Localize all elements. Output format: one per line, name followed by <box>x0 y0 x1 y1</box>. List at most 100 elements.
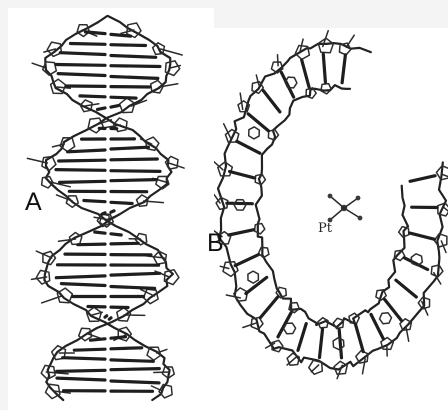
base-pair-rung <box>233 253 261 268</box>
phosphate-bond <box>91 311 104 316</box>
platinum-bond <box>329 207 345 221</box>
base-pair-rung <box>402 256 430 272</box>
phosphate-bond <box>130 99 148 107</box>
phosphate-bond <box>84 102 100 107</box>
base-pair-rung <box>54 274 107 280</box>
phosphate-bond <box>43 48 57 53</box>
base-pair-rung <box>279 70 296 99</box>
base-pair-rung <box>109 145 150 151</box>
base-pair-rung <box>337 328 344 360</box>
base-pair-rung <box>56 71 107 78</box>
sugar-ring <box>251 80 265 95</box>
base-pair-rung <box>82 198 107 204</box>
sugar-ring <box>254 173 267 186</box>
base-pair-rung <box>61 356 107 361</box>
base-pair-rung <box>57 179 107 184</box>
phosphate-bond <box>49 181 72 188</box>
phosphate-bond <box>167 162 185 169</box>
base-pair-rung <box>107 316 113 321</box>
base-pair-rung <box>109 169 162 173</box>
base-pair-rung <box>109 178 158 183</box>
base-pair-rung <box>78 94 107 99</box>
sugar-ring <box>49 78 67 95</box>
sugar-ring <box>305 87 317 100</box>
sugar-ring <box>433 233 448 248</box>
sugar-ring <box>118 97 136 114</box>
phosphate-bond <box>361 358 366 375</box>
base-pair-rung <box>109 284 157 290</box>
phosphate-bond <box>440 240 447 254</box>
sugar-ring <box>348 312 361 325</box>
phosphate-bond <box>93 216 111 221</box>
base-pair-rung <box>109 358 155 363</box>
base-pair-rung <box>59 282 107 288</box>
sugar-ring <box>375 289 387 301</box>
sugar-ring <box>417 296 431 310</box>
phosphate-bond <box>433 271 442 285</box>
sugar-ring <box>294 44 311 61</box>
phosphate-bond <box>158 82 179 88</box>
base-pair-rung <box>408 231 437 241</box>
ligand-atom <box>357 215 363 221</box>
base-pair-rung <box>258 295 280 320</box>
sugar-ring <box>286 352 301 366</box>
base-pair-rung <box>276 311 293 339</box>
sugar-ring <box>40 364 56 381</box>
straight-double-helix-drawing <box>26 14 185 402</box>
phosphate-bond <box>421 300 429 316</box>
phosphate-bond <box>30 276 48 281</box>
sugar-ring <box>151 42 166 56</box>
sugar-ring <box>161 366 176 379</box>
phosphate-bond <box>55 194 74 202</box>
sugar-ring <box>380 336 395 351</box>
base-pair-rung <box>408 174 437 183</box>
phosphate-bond <box>139 288 156 297</box>
phosphate-bond <box>310 364 320 373</box>
sugar-ring <box>158 383 173 399</box>
phosphate-bond <box>56 86 72 89</box>
phosphate-bond <box>345 34 355 49</box>
phosphate-bond <box>219 265 230 270</box>
sugar-ring <box>163 268 180 286</box>
sugar-ring <box>98 213 114 228</box>
phosphate-bond <box>242 322 257 329</box>
helix-strand-1 <box>44 14 174 402</box>
base-pair-rung <box>65 148 107 154</box>
bent-outer-strand <box>216 42 448 371</box>
sugar-ring <box>215 196 229 211</box>
base-pair-rung <box>109 157 159 162</box>
phosphate-bond <box>214 229 223 238</box>
base-pair-rung <box>109 335 128 340</box>
sugar-ring <box>134 232 148 246</box>
base-pair-rung <box>109 43 148 48</box>
panel-a-straight-dna-helix <box>8 8 214 410</box>
sugar-ring <box>42 250 57 266</box>
base-pair-rung <box>340 53 347 85</box>
bent-dna-platinum-adduct-drawing <box>214 29 448 380</box>
phosphate-bond <box>239 92 244 111</box>
base-ring <box>410 253 424 267</box>
sugar-ring <box>135 194 149 208</box>
panel-b-bent-platinated-dna <box>214 28 448 410</box>
base-pair-rung <box>109 232 123 237</box>
phosphate-bond <box>31 62 47 69</box>
base-pair-rung <box>235 139 262 155</box>
base-pair-rung <box>100 211 107 216</box>
base-pair-rung <box>72 347 107 352</box>
base-pair-rung <box>55 368 107 373</box>
base-pair-rung <box>225 201 254 206</box>
platinum-bond <box>343 197 359 209</box>
base-pair-rung <box>88 337 107 342</box>
sugar-ring <box>164 155 179 170</box>
phosphate-bond <box>405 325 410 343</box>
base-ring <box>332 336 345 351</box>
phosphate-bond <box>35 250 53 259</box>
phosphate-bond <box>298 38 304 54</box>
base-pair-rung <box>261 88 282 114</box>
base-pair-rung <box>109 32 133 38</box>
base-ring <box>247 126 261 140</box>
base-pair-rung <box>394 278 418 299</box>
phosphate-bond <box>155 348 168 354</box>
sugar-ring <box>44 383 61 400</box>
